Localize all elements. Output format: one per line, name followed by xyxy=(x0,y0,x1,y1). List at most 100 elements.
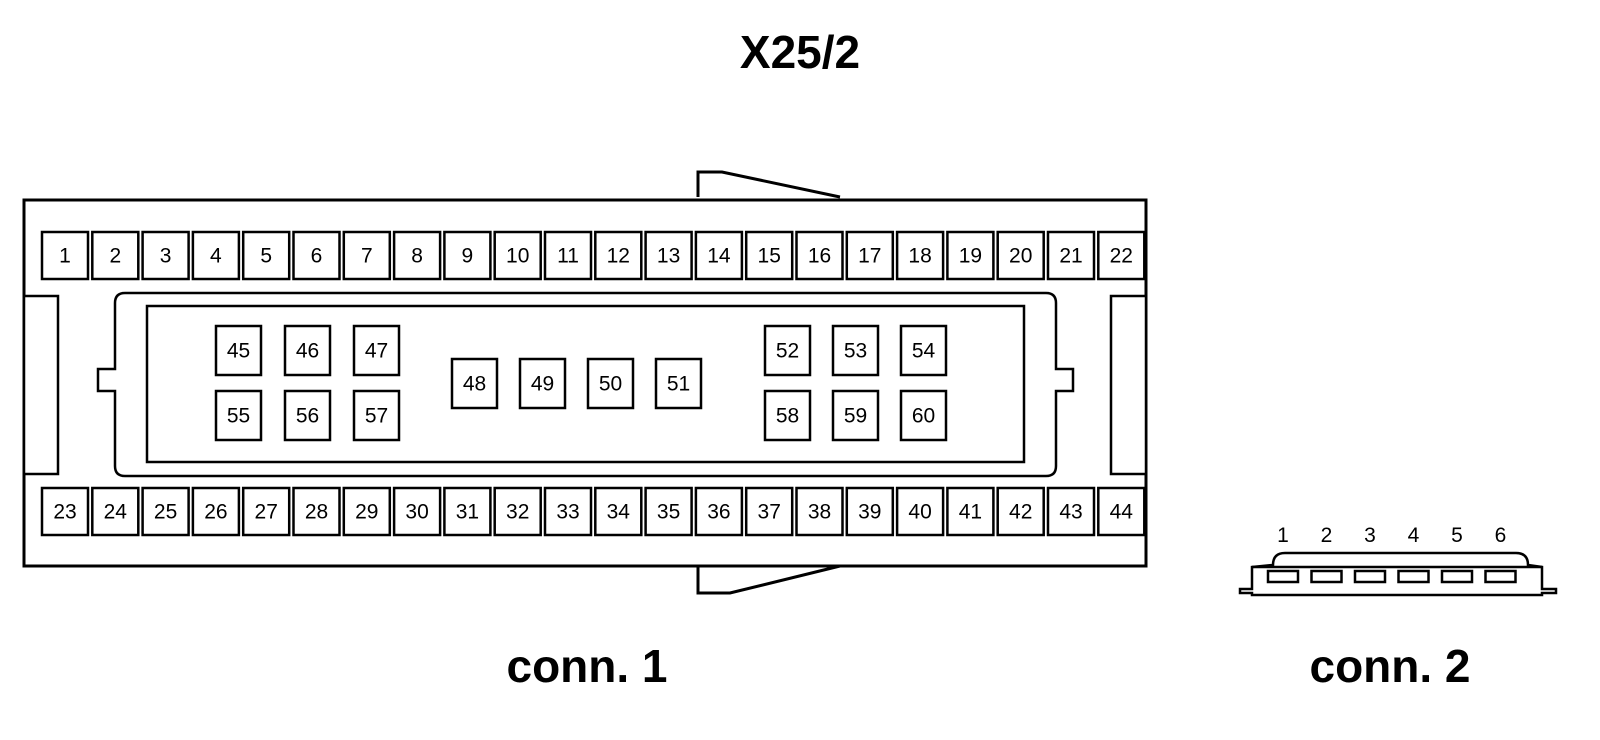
pin-box xyxy=(443,230,492,281)
c2-pin-slot xyxy=(1310,569,1343,584)
right-side-key xyxy=(1109,294,1148,476)
pin-44: 44 xyxy=(1097,486,1146,537)
pin-number: 25 xyxy=(154,501,177,524)
pin-number: 26 xyxy=(204,501,227,524)
pin-16: 16 xyxy=(795,230,844,281)
pin-33: 33 xyxy=(543,486,593,537)
pin-25: 25 xyxy=(141,486,190,537)
pin-number: 60 xyxy=(912,405,935,428)
pin-number: 57 xyxy=(365,405,388,428)
pin-box xyxy=(744,230,794,281)
pin-30: 30 xyxy=(392,486,442,537)
pin-number: 37 xyxy=(758,501,781,524)
c2-pin-slot xyxy=(1353,569,1387,584)
pin-number: 14 xyxy=(707,245,731,268)
pin-19: 19 xyxy=(946,230,995,281)
pin-29: 29 xyxy=(342,486,392,537)
pin-box xyxy=(443,486,492,537)
pin-number: 15 xyxy=(758,245,781,268)
pin-number: 4 xyxy=(210,245,222,268)
pin-number: 10 xyxy=(506,245,529,268)
pin-number: 19 xyxy=(959,245,982,268)
pin-number: 36 xyxy=(707,501,730,524)
pin-14: 14 xyxy=(694,230,744,281)
pin-box xyxy=(1046,230,1096,281)
pin-box xyxy=(543,486,593,537)
pin-3: 3 xyxy=(141,230,190,281)
pin-box xyxy=(586,357,635,410)
pin-box xyxy=(543,230,593,281)
c2-pin-number: 1 xyxy=(1277,524,1289,547)
pin-8: 8 xyxy=(392,230,442,281)
connector-1-label: conn. 1 xyxy=(506,640,667,692)
c2-pin-5: 5 xyxy=(1440,524,1474,584)
pin-number: 22 xyxy=(1110,245,1133,268)
pin-box xyxy=(141,230,190,281)
pin-number: 41 xyxy=(959,501,982,524)
pin-box xyxy=(214,324,263,377)
pin-17: 17 xyxy=(845,230,895,281)
c2-pin-number: 6 xyxy=(1495,524,1507,547)
pin-54: 54 xyxy=(899,324,948,377)
pin-40: 40 xyxy=(895,486,945,537)
pin-box xyxy=(241,230,291,281)
pin-box xyxy=(1046,486,1096,537)
pin-number: 54 xyxy=(912,340,936,363)
pin-9: 9 xyxy=(443,230,492,281)
pin-49: 49 xyxy=(518,357,567,410)
pin-57: 57 xyxy=(352,389,401,442)
pin-28: 28 xyxy=(292,486,341,537)
pin-box xyxy=(795,486,844,537)
pin-box xyxy=(191,486,241,537)
bottom-latch xyxy=(696,564,841,595)
pin-number: 24 xyxy=(104,501,128,524)
pin-31: 31 xyxy=(443,486,492,537)
pin-51: 51 xyxy=(654,357,703,410)
c2-pin-6: 6 xyxy=(1484,524,1517,584)
pin-box xyxy=(40,230,90,281)
pin-number: 21 xyxy=(1059,245,1082,268)
pin-58: 58 xyxy=(763,389,812,442)
pin-number: 6 xyxy=(311,245,323,268)
pin-46: 46 xyxy=(283,324,332,377)
pin-number: 27 xyxy=(255,501,278,524)
pin-box xyxy=(644,486,693,537)
pin-number: 23 xyxy=(53,501,76,524)
pin-2: 2 xyxy=(91,230,140,281)
pin-box xyxy=(694,486,744,537)
pin-number: 31 xyxy=(456,501,479,524)
c2-pin-4: 4 xyxy=(1397,524,1430,584)
pin-box xyxy=(493,230,542,281)
pin-number: 20 xyxy=(1009,245,1032,268)
pin-59: 59 xyxy=(831,389,880,442)
pin-box xyxy=(795,230,844,281)
c2-pin-number: 2 xyxy=(1321,524,1333,547)
pin-number: 59 xyxy=(844,405,867,428)
left-side-key xyxy=(22,294,60,476)
pin-box xyxy=(946,486,995,537)
pin-23: 23 xyxy=(40,486,90,537)
pin-number: 56 xyxy=(296,405,319,428)
pin-box xyxy=(996,486,1045,537)
pin-number: 58 xyxy=(776,405,799,428)
pin-7: 7 xyxy=(342,230,392,281)
pin-number: 9 xyxy=(462,245,474,268)
pin-box xyxy=(644,230,693,281)
pin-12: 12 xyxy=(594,230,643,281)
pin-box xyxy=(450,357,499,410)
pin-number: 47 xyxy=(365,340,388,363)
pin-box xyxy=(292,230,341,281)
pin-number: 35 xyxy=(657,501,680,524)
pin-number: 3 xyxy=(160,245,172,268)
pin-27: 27 xyxy=(241,486,291,537)
pin-box xyxy=(292,486,341,537)
pin-number: 45 xyxy=(227,340,250,363)
pin-number: 46 xyxy=(296,340,319,363)
pin-6: 6 xyxy=(292,230,341,281)
pin-number: 5 xyxy=(260,245,272,268)
pin-box xyxy=(214,389,263,442)
